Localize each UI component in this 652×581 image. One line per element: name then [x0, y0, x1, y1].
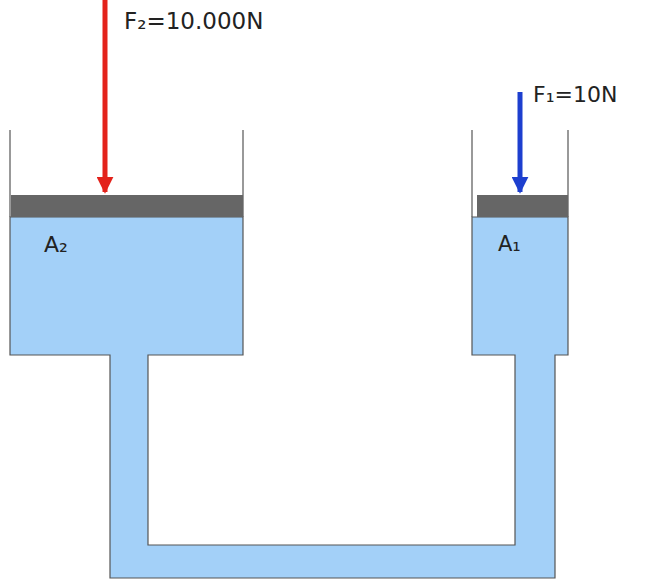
- cylinder-walls: [10, 130, 568, 217]
- force-label: F₁=10N: [533, 84, 617, 106]
- area-label: A₂: [44, 234, 68, 256]
- fluid: [10, 217, 568, 578]
- area-label: A₁: [498, 234, 521, 255]
- large-piston: [11, 195, 243, 217]
- force-label: F₂=10.000N: [124, 10, 263, 33]
- small-piston: [477, 195, 568, 217]
- force-arrow: [518, 92, 523, 192]
- force-arrow: [103, 0, 108, 192]
